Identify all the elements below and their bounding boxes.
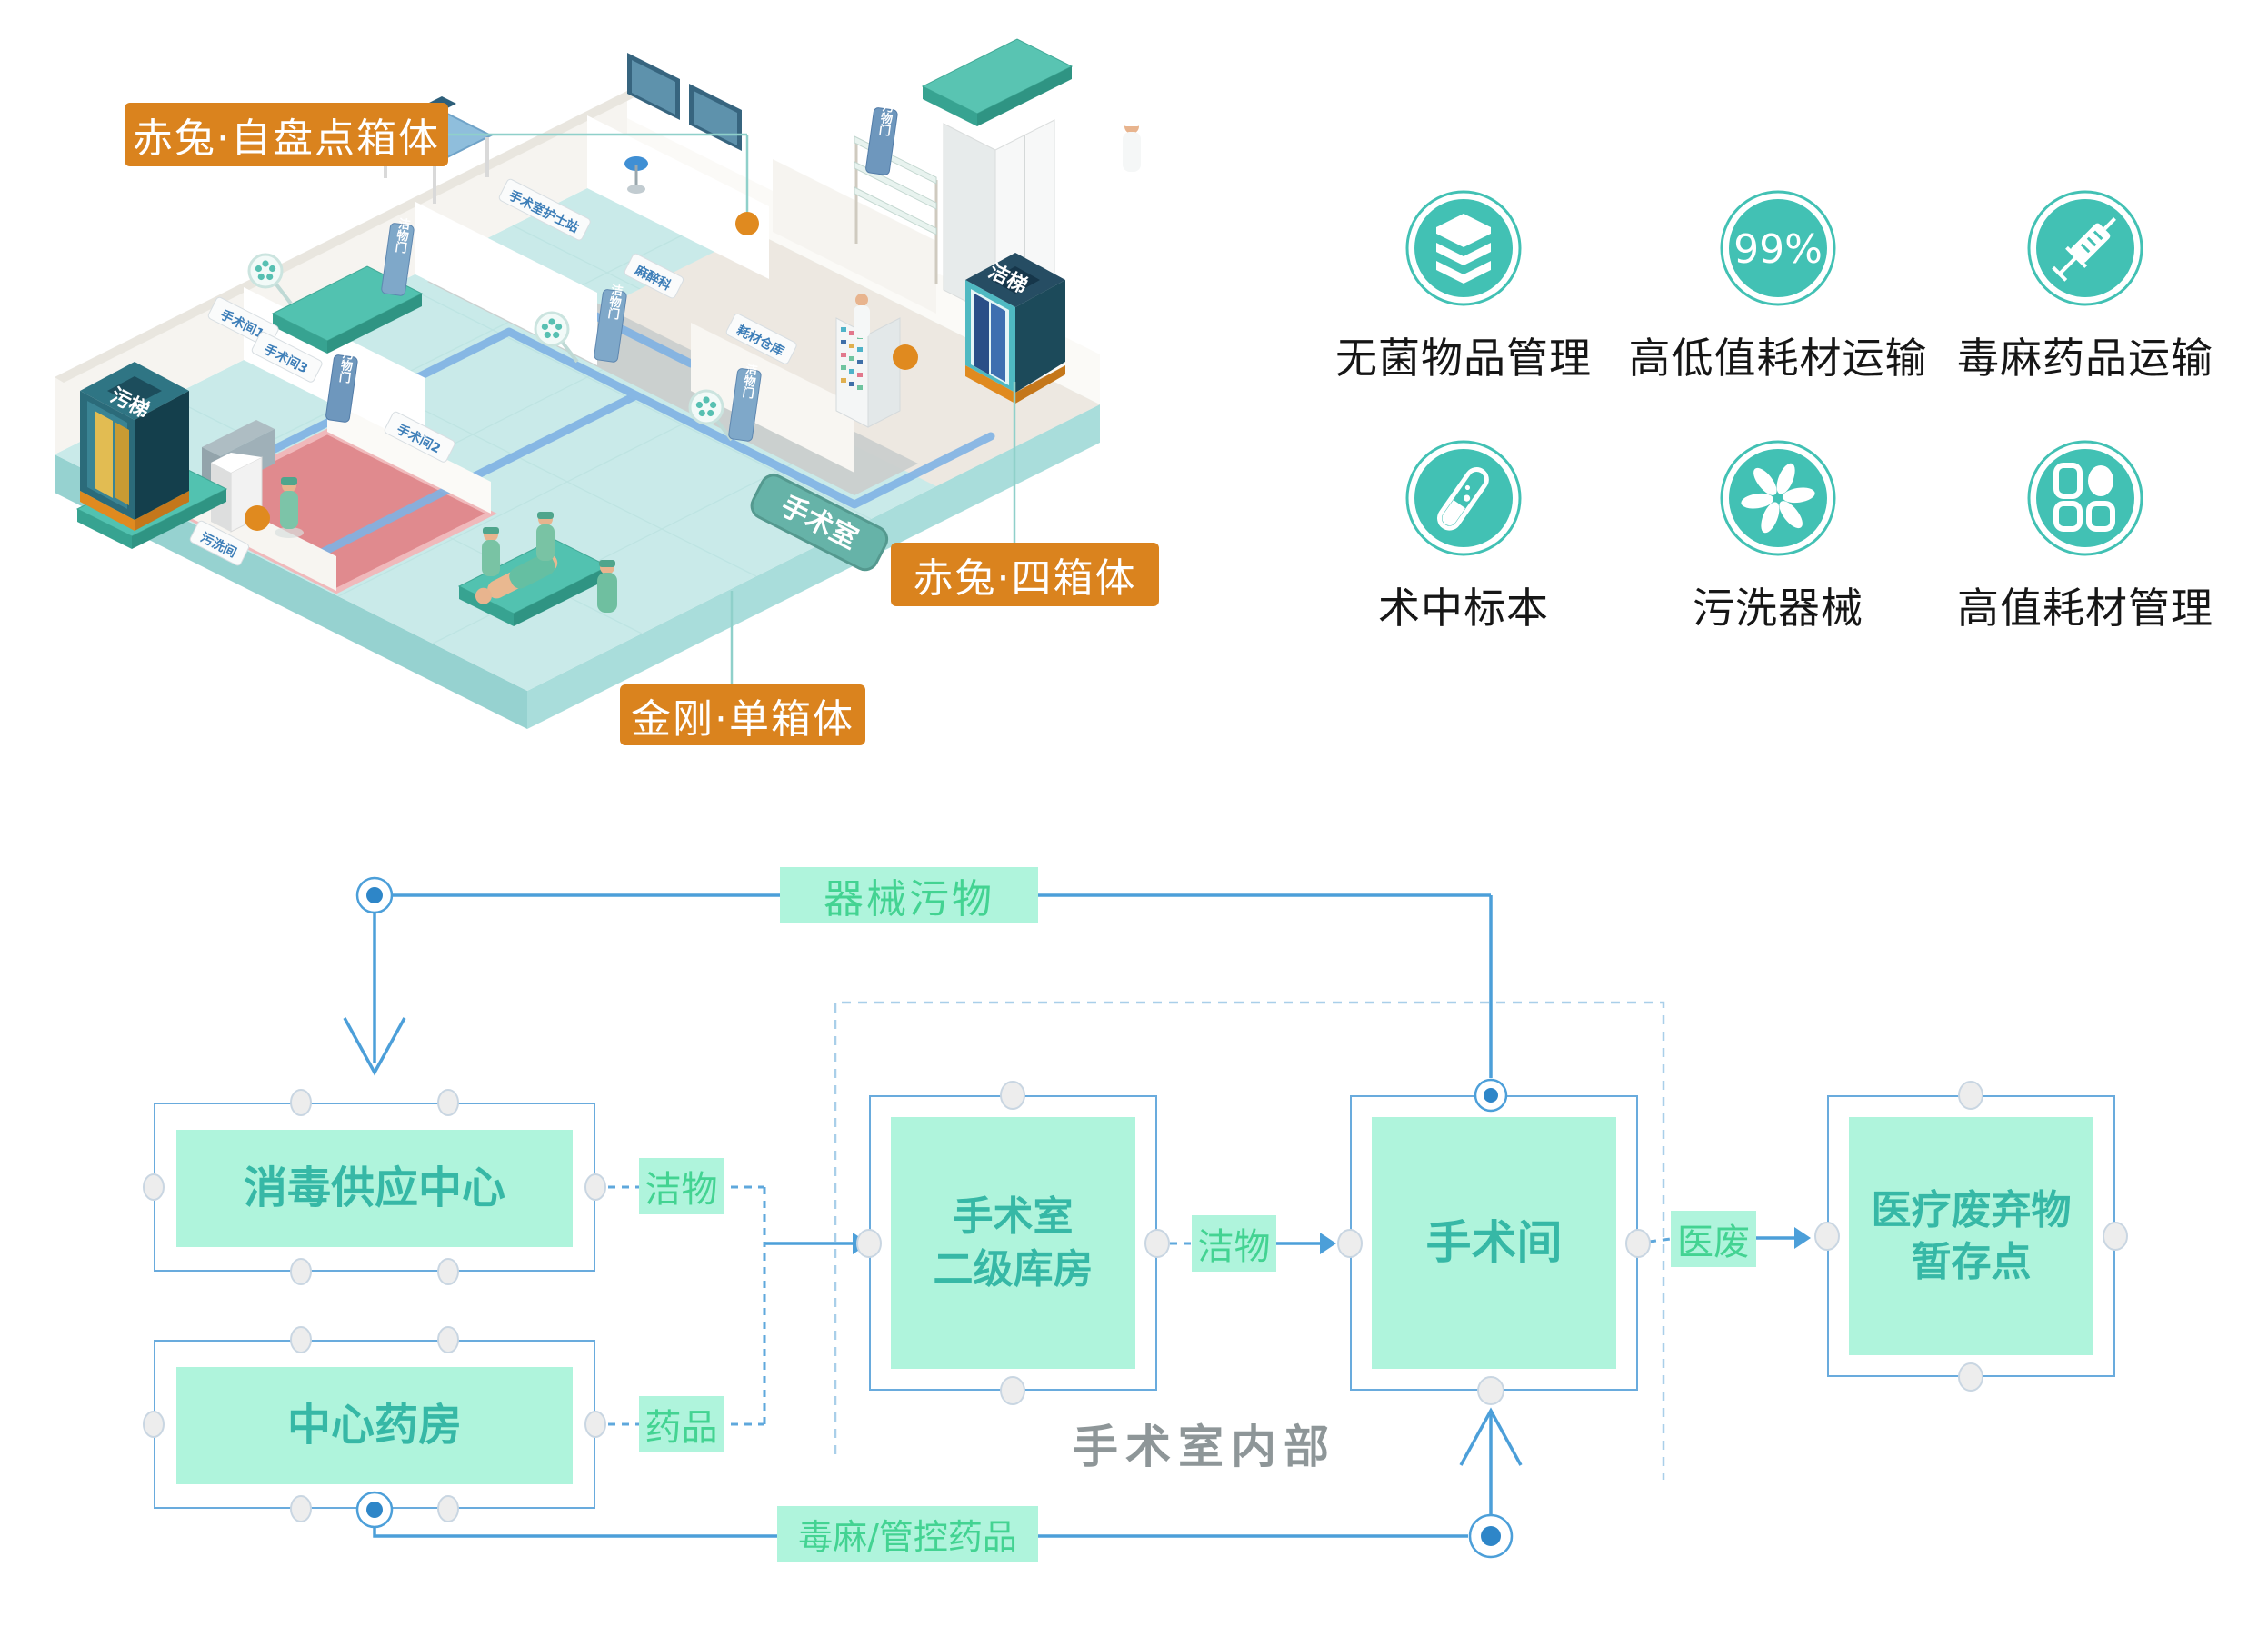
feature-label-specimen: 术中标本 <box>1378 584 1549 633</box>
svg-text:99%: 99% <box>1733 226 1823 273</box>
flow-box-cssd-label: 消毒供应中心 <box>243 1163 505 1214</box>
callout-leader-lines <box>448 133 1016 687</box>
flow-box-waste-point: 医疗废弃物 暂存点 <box>1827 1095 2115 1377</box>
partition-wall-5 <box>773 159 936 314</box>
layers-icon <box>1405 190 1522 306</box>
svg-text:洁物门: 洁物门 <box>739 362 758 401</box>
fan-icon <box>1720 440 1836 556</box>
percent-badge-icon: 99% <box>1720 190 1836 306</box>
callout-self-counting-cabinet: 赤兔·自盘点箱体 <box>125 103 448 166</box>
svg-text:洁物门: 洁物门 <box>604 283 624 322</box>
flow-box-cssd: 消毒供应中心 <box>154 1103 595 1272</box>
wall-monitors <box>627 53 742 151</box>
svg-text:污物门: 污物门 <box>335 346 355 385</box>
platform-side-right <box>527 404 1100 729</box>
operating-room-isometric-illustration: 污梯 洁梯 洁物门 洁物门 洁物门 污物门 污物门 手术室护士站 麻醉科 <box>55 38 1141 729</box>
door-sign: 洁物门 洁物门 洁物门 污物门 污物门 <box>325 99 898 442</box>
patient-figure <box>475 554 558 604</box>
feature-label-narcotic-transport: 毒麻药品运输 <box>1957 334 2213 383</box>
feature-label-consumable-transport: 高低值耗材运输 <box>1628 334 1928 383</box>
callout-dot <box>245 212 918 531</box>
wall-nw-cap <box>55 91 636 383</box>
edge-label-drugs: 药品 <box>639 1396 724 1452</box>
dirty-elevator: 污梯 <box>80 362 189 531</box>
medicine-cabinet <box>835 317 901 428</box>
callout-four-cabinet: 赤兔·四箱体 <box>891 543 1159 606</box>
partition-wall-3 <box>587 115 769 279</box>
flow-box-operating-room-label: 手术间 <box>1425 1216 1563 1269</box>
flow-box-operating-room: 手术间 <box>1350 1095 1638 1391</box>
clean-elevator: 洁梯 <box>965 253 1065 404</box>
edge-label-clean-goods-2: 洁物 <box>1192 1215 1276 1272</box>
svg-text:洁物门: 洁物门 <box>392 216 411 255</box>
feature-label-soiled-instruments: 污洗器械 <box>1693 584 1863 633</box>
stool <box>624 156 648 194</box>
surgical-lamp-icon <box>247 253 734 442</box>
syringe-icon <box>2027 190 2143 306</box>
flow-box-waste-point-label: 医疗废弃物 <box>1871 1186 2072 1233</box>
svg-text:污物门: 污物门 <box>875 99 894 138</box>
wall-nw <box>55 91 627 454</box>
flow-box-or-storeroom-label: 手术室 <box>953 1193 1074 1241</box>
edge-label-clean-goods-1: 洁物 <box>639 1158 724 1214</box>
or-interior-caption: 手术室内部 <box>1073 1421 1336 1473</box>
flow-box-or-storeroom: 手术室 二级库房 <box>869 1095 1157 1391</box>
route-label-instrument-waste: 器械污物 <box>780 867 1038 923</box>
test-tube-icon <box>1405 440 1522 556</box>
surgeon-figure <box>482 512 617 613</box>
grid-icon <box>2027 440 2143 556</box>
wash-room-wall-back <box>327 400 491 514</box>
callout-single-cabinet: 金刚·单箱体 <box>620 684 865 745</box>
route-label-narcotic-drugs: 毒麻/管控药品 <box>777 1506 1038 1562</box>
feature-label-sterile-goods: 无菌物品管理 <box>1335 334 1592 383</box>
flow-box-pharmacy: 中心药房 <box>154 1340 595 1509</box>
edge-label-medical-waste: 医废 <box>1671 1211 1756 1267</box>
flow-box-pharmacy-label: 中心药房 <box>286 1400 462 1452</box>
partition-wall-4 <box>691 323 854 473</box>
feature-label-high-value-mgmt: 高值耗材管理 <box>1957 584 2213 633</box>
nurse-figure <box>275 118 1141 538</box>
